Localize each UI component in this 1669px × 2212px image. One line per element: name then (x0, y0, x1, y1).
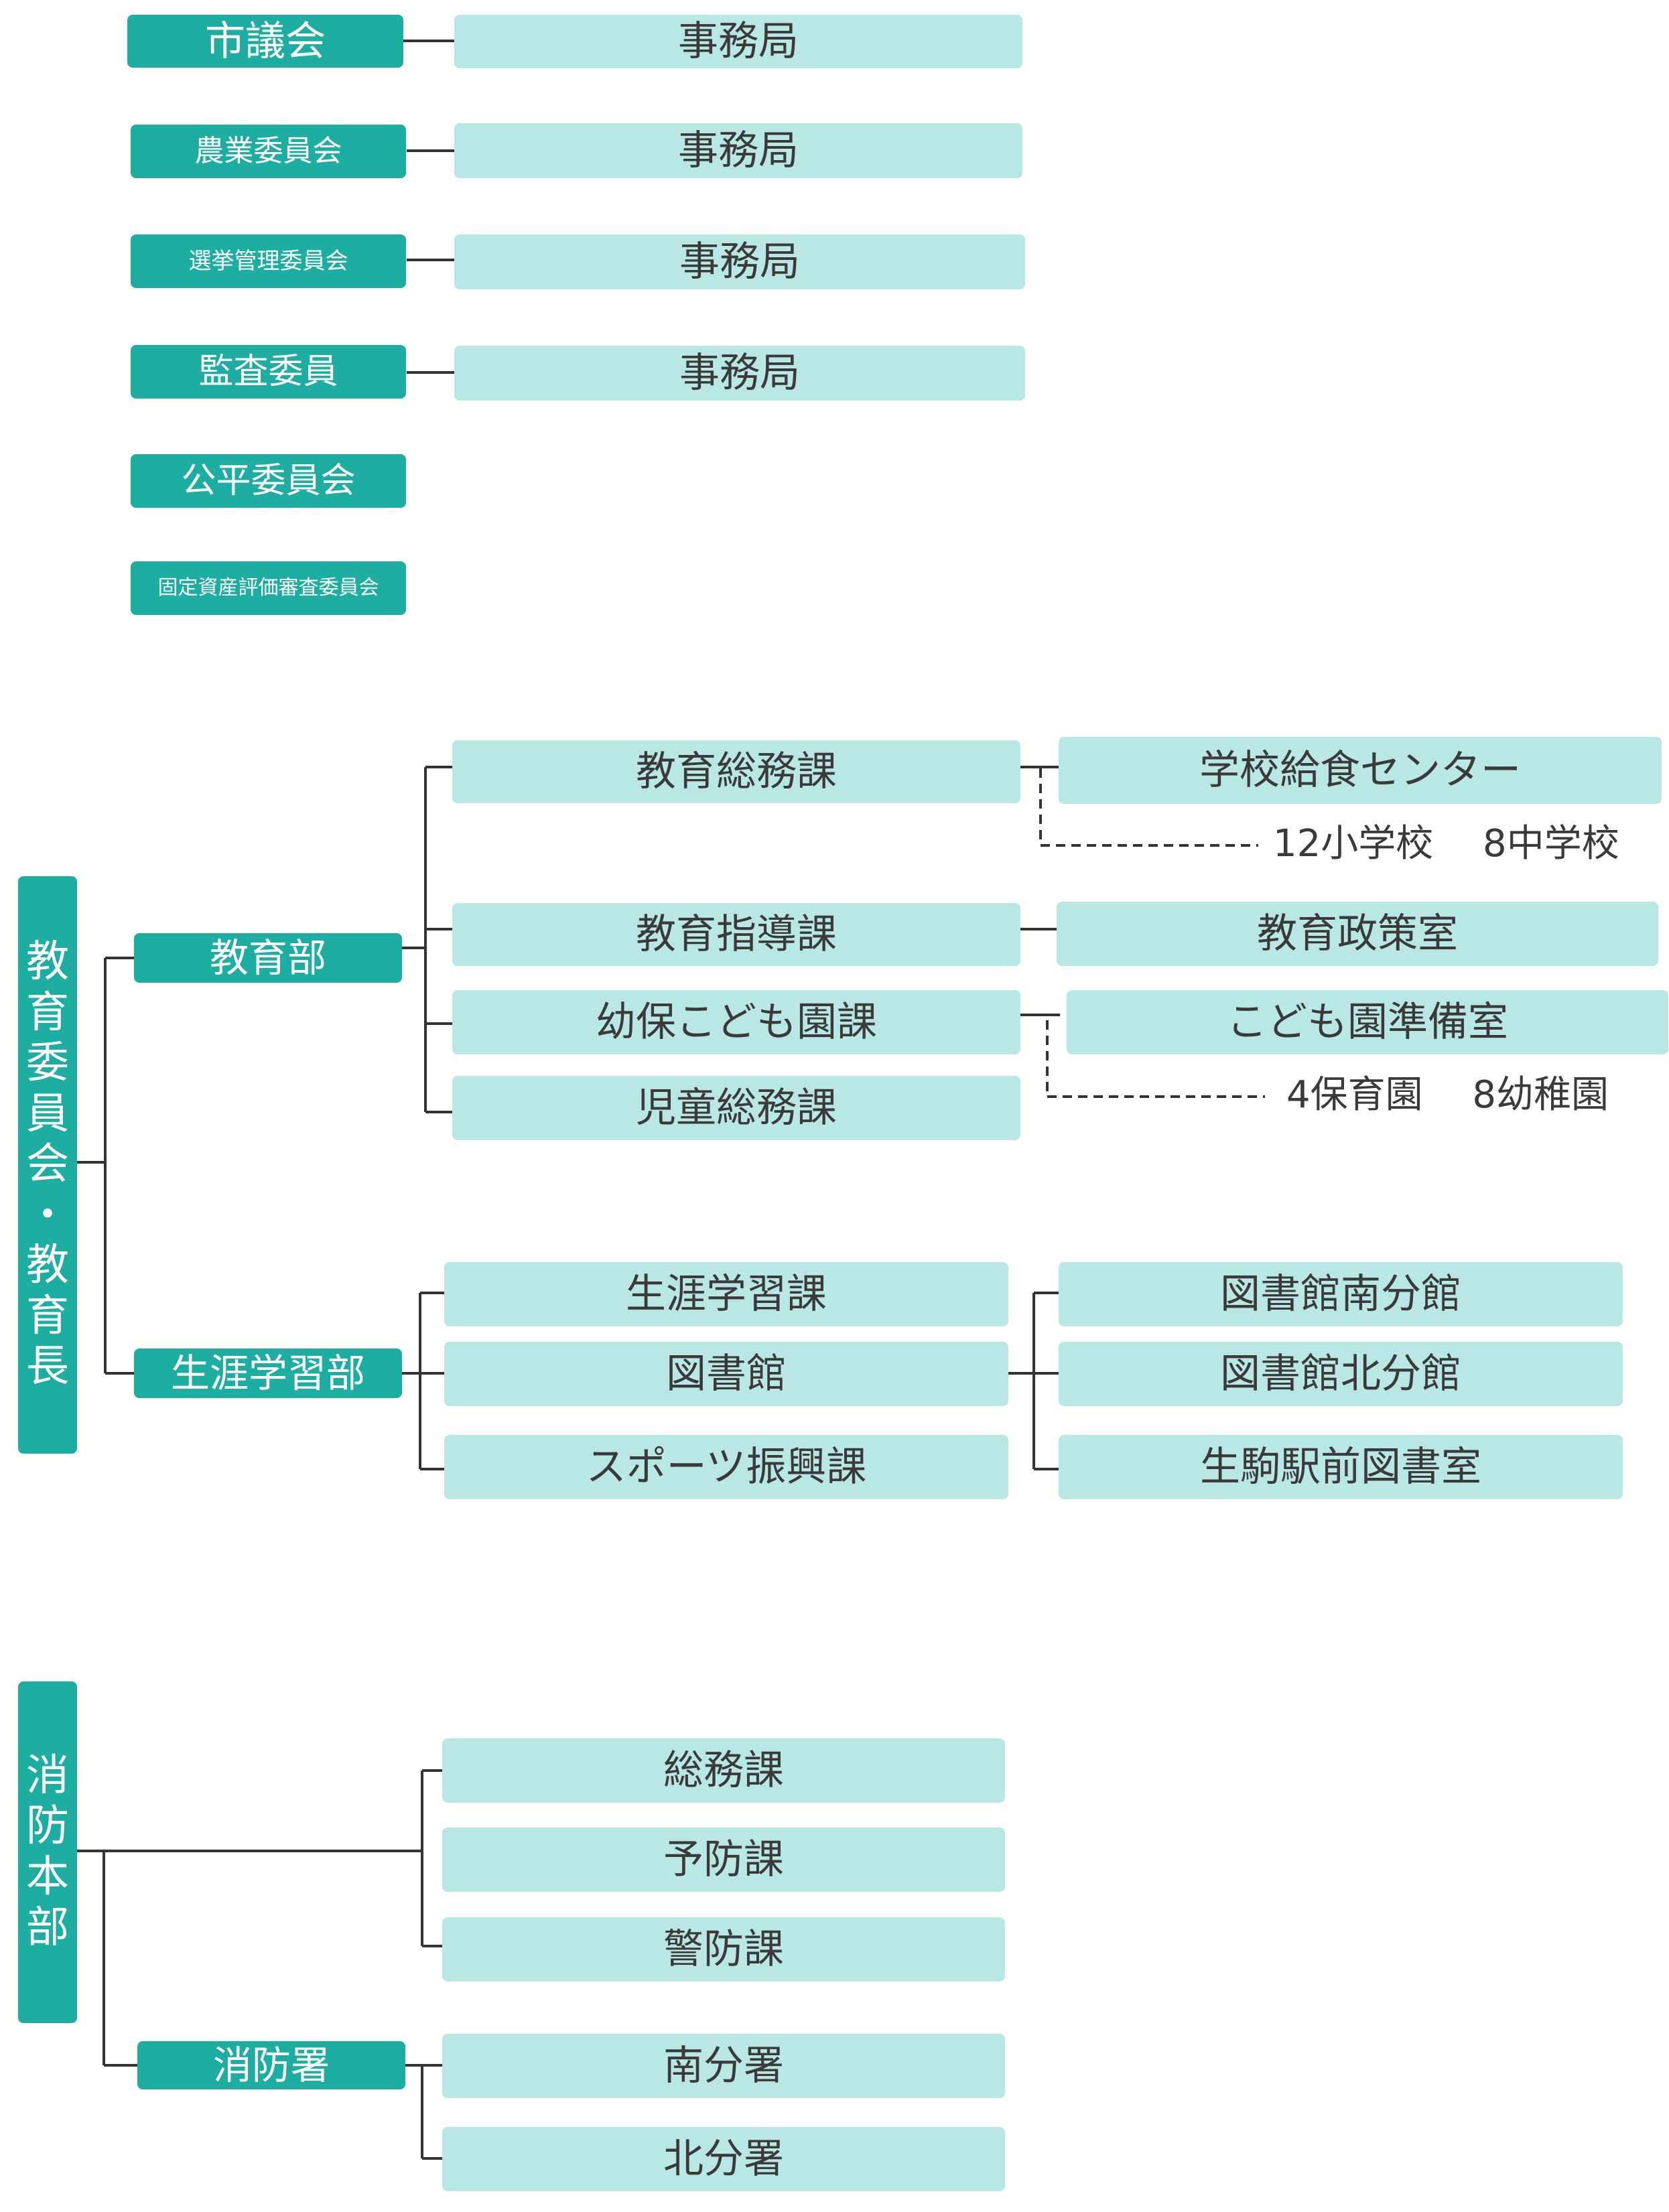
division-kodomoen: 幼保こども園課 (452, 990, 1020, 1054)
fire-branch-kita: 北分署 (442, 2127, 1005, 2191)
education-title-char: 教 (26, 937, 69, 987)
division-sports: スポーツ振興課 (444, 1435, 1008, 1499)
shogai-bu-node: 生涯学習部 (134, 1349, 402, 1398)
committee-nogyo: 農業委員会 (131, 125, 406, 178)
division-toshokan: 図書館 (444, 1342, 1008, 1406)
division-somu: 教育総務課 (452, 740, 1020, 803)
division-kyushoku: 学校給食センター (1059, 737, 1662, 804)
education-title-char: 育 (26, 1291, 69, 1341)
fire-section-somu: 総務課 (442, 1738, 1005, 1803)
committee-senkyo-office: 事務局 (454, 234, 1025, 289)
fire-section-keibo: 警防課 (442, 1917, 1005, 1982)
fire-section-yobo: 予防課 (442, 1827, 1005, 1892)
committee-shigikai-office: 事務局 (454, 15, 1022, 68)
fire-title-char: 防 (26, 1801, 69, 1852)
library-minami: 図書館南分館 (1059, 1262, 1623, 1326)
fire-title-char: 本 (26, 1852, 69, 1902)
education-title-char: 会 (26, 1139, 69, 1190)
library-kita: 図書館北分館 (1059, 1342, 1623, 1406)
kindergarten-note: 4保育園 8幼稚園 (1286, 1073, 1609, 1117)
fire-hq-title: 消 防 本 部 (18, 1681, 77, 2023)
division-junbi: こども園準備室 (1067, 990, 1668, 1054)
committee-kotei-shisan: 固定資産評価審査委員会 (131, 561, 406, 615)
education-title-char: 育 (26, 987, 69, 1038)
education-title-char: 長 (26, 1342, 69, 1392)
library-ekimae: 生駒駅前図書室 (1059, 1435, 1623, 1499)
committee-nogyo-office: 事務局 (454, 123, 1022, 178)
fire-title-char: 部 (26, 1903, 69, 1953)
fire-title-char: 消 (26, 1750, 69, 1801)
division-seisaku: 教育政策室 (1057, 902, 1658, 966)
education-title-char: 委 (26, 1038, 69, 1089)
division-shido: 教育指導課 (452, 903, 1020, 966)
division-jido: 児童総務課 (452, 1076, 1020, 1140)
education-title-char: 員 (26, 1089, 69, 1139)
division-gakushu: 生涯学習課 (444, 1262, 1008, 1326)
committee-kansa-office: 事務局 (454, 346, 1025, 401)
schools-note: 12小学校 8中学校 (1273, 822, 1619, 866)
fire-station-node: 消防署 (137, 2041, 405, 2089)
education-title-char: 教 (26, 1241, 69, 1291)
committee-shigikai: 市議会 (127, 15, 403, 68)
committee-kansa: 監査委員 (131, 345, 406, 399)
kyoiku-bu-node: 教育部 (134, 933, 402, 983)
committee-kohei: 公平委員会 (131, 454, 406, 508)
education-board-title: 教 育 委 員 会 ・ 教 育 長 (18, 876, 77, 1454)
fire-branch-minami: 南分署 (442, 2034, 1005, 2098)
education-title-char: ・ (26, 1190, 69, 1240)
committee-senkyo: 選挙管理委員会 (131, 234, 406, 288)
